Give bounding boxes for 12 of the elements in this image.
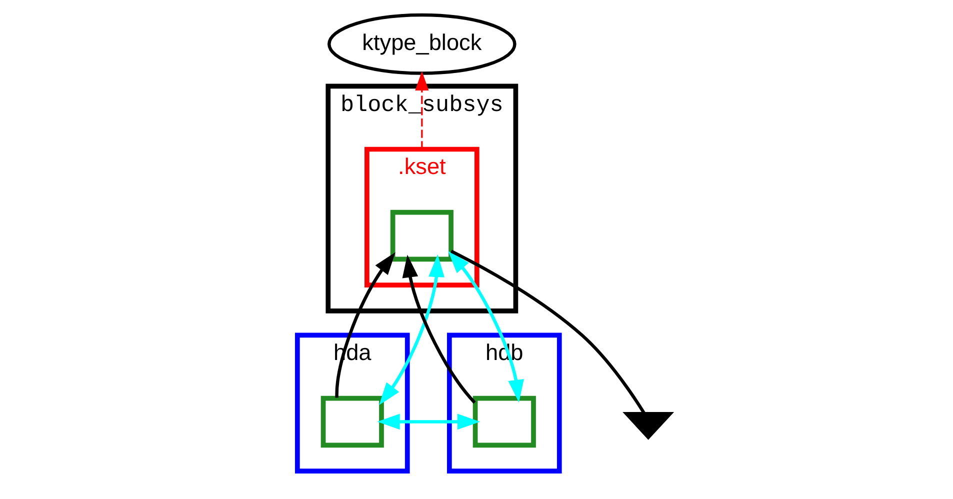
arrow [335,252,396,398]
node-box [320,396,384,448]
node-box [472,396,536,448]
arrow [448,250,524,403]
arrow [377,414,480,430]
arrow [402,254,476,404]
node-box [390,210,454,262]
node-ellipse: ktype_block [328,13,516,75]
node-ground [622,412,674,440]
arrow [415,71,429,150]
cluster: .kset [364,146,480,288]
arrow [379,254,444,406]
